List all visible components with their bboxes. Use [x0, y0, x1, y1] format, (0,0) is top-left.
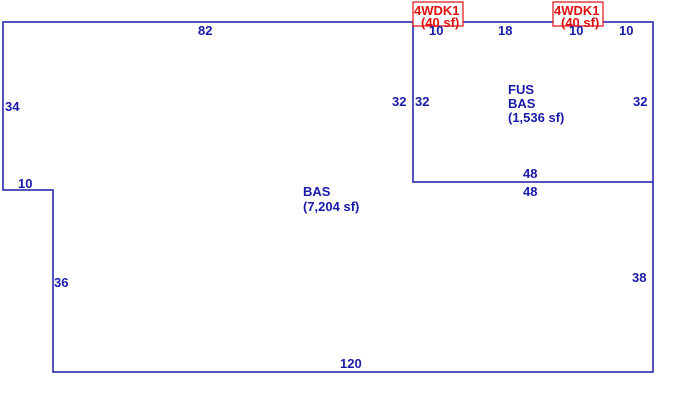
deck-label-right: 4WDK1 — [554, 3, 600, 18]
main-building-outline — [2, 21, 654, 373]
dimension-fus-bottom-48-top: 48 — [523, 166, 537, 181]
dimension-top-10-b: 10 — [569, 23, 583, 38]
dimension-step-10: 10 — [18, 176, 32, 191]
dimension-top-10-a: 10 — [429, 23, 443, 38]
deck-label-left: 4WDK1 — [414, 3, 460, 18]
deck-box-right — [552, 1, 604, 27]
dimension-bottom-120: 120 — [340, 356, 362, 371]
deck-box-left — [412, 1, 464, 27]
deck-group-right: 4WDK1 (40 sf) — [552, 1, 604, 30]
deck-size-left: (40 sf) — [421, 15, 459, 30]
dimension-top-10-c: 10 — [619, 23, 633, 38]
deck-group-left: 4WDK1 (40 sf) — [412, 1, 464, 30]
dimension-fus-bottom-48-bottom: 48 — [523, 184, 537, 199]
area-size-bas-main: (7,204 sf) — [303, 199, 359, 214]
dimension-right-38: 38 — [632, 270, 646, 285]
dimension-fus-left-outer-32: 32 — [392, 94, 406, 109]
fus-section-outline — [412, 22, 653, 183]
dimension-fus-left-inner-32: 32 — [415, 94, 429, 109]
area-code-fus: FUS — [508, 82, 534, 97]
dimension-top-18: 18 — [498, 23, 512, 38]
dimension-left-34: 34 — [5, 99, 20, 114]
area-code-fus-bas: BAS — [508, 96, 536, 111]
dimension-fus-right-32: 32 — [633, 94, 647, 109]
dimension-left-36: 36 — [54, 275, 68, 290]
deck-size-right: (40 sf) — [561, 15, 599, 30]
dimension-top-82: 82 — [198, 23, 212, 38]
area-size-fus: (1,536 sf) — [508, 110, 564, 125]
area-code-bas-main: BAS — [303, 184, 331, 199]
